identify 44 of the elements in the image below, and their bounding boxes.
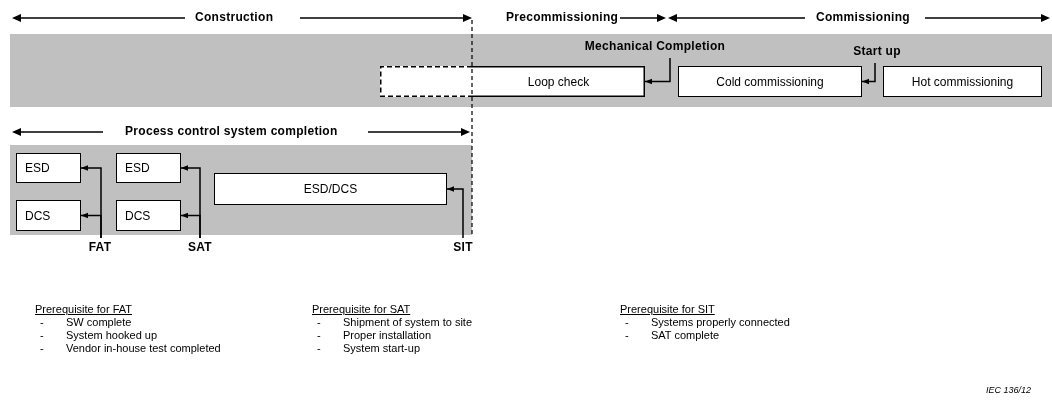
arrow bbox=[861, 62, 876, 85]
process-box: ESD bbox=[116, 153, 181, 183]
list-bullet: - bbox=[317, 330, 321, 341]
list-heading: Prerequisite for FAT bbox=[35, 304, 132, 315]
phase-heading: Precommissioning bbox=[506, 11, 619, 23]
phase-heading: Commissioning bbox=[816, 11, 910, 23]
stage-band bbox=[10, 34, 1052, 107]
list-bullet: - bbox=[625, 317, 629, 328]
list-item: Proper installation bbox=[343, 330, 432, 341]
arrow bbox=[180, 212, 201, 239]
list-bullet: - bbox=[40, 343, 44, 354]
list-item: SAT complete bbox=[651, 330, 720, 341]
list-item: Systems properly connected bbox=[651, 317, 790, 328]
process-box: Cold commissioning bbox=[678, 66, 862, 97]
phase-heading: Process control system completion bbox=[125, 125, 338, 137]
list-bullet: - bbox=[40, 317, 44, 328]
list-bullet: - bbox=[317, 343, 321, 354]
process-box: ESD/DCS bbox=[214, 173, 447, 205]
phase-heading: Construction bbox=[195, 11, 274, 23]
process-box: ESD bbox=[16, 153, 81, 183]
list-bullet: - bbox=[625, 330, 629, 341]
list-item: System start-up bbox=[343, 343, 421, 354]
arrow bbox=[644, 57, 671, 85]
list-heading: Prerequisite for SIT bbox=[620, 304, 715, 315]
list-heading: Prerequisite for SAT bbox=[312, 304, 411, 315]
list-item: Shipment of system to site bbox=[343, 317, 472, 328]
process-box: DCS bbox=[16, 200, 81, 231]
stage-band bbox=[10, 145, 472, 235]
figure-code: IEC 136/12 bbox=[986, 386, 1032, 395]
process-box: Loop check bbox=[380, 66, 645, 97]
process-box: DCS bbox=[116, 200, 181, 231]
milestone-label: Start up bbox=[842, 43, 912, 59]
process-box: Hot commissioning bbox=[883, 66, 1042, 97]
list-item: Vendor in-house test completed bbox=[66, 343, 221, 354]
milestone-label: SIT bbox=[450, 239, 476, 255]
arrow bbox=[80, 212, 102, 239]
milestone-label: SAT bbox=[185, 239, 215, 255]
list-bullet: - bbox=[40, 330, 44, 341]
arrow bbox=[446, 186, 464, 239]
milestone-label: Mechanical Completion bbox=[580, 38, 730, 54]
list-item: SW complete bbox=[66, 317, 132, 328]
list-bullet: - bbox=[317, 317, 321, 328]
milestone-label: FAT bbox=[85, 239, 115, 255]
list-item: System hooked up bbox=[66, 330, 158, 341]
